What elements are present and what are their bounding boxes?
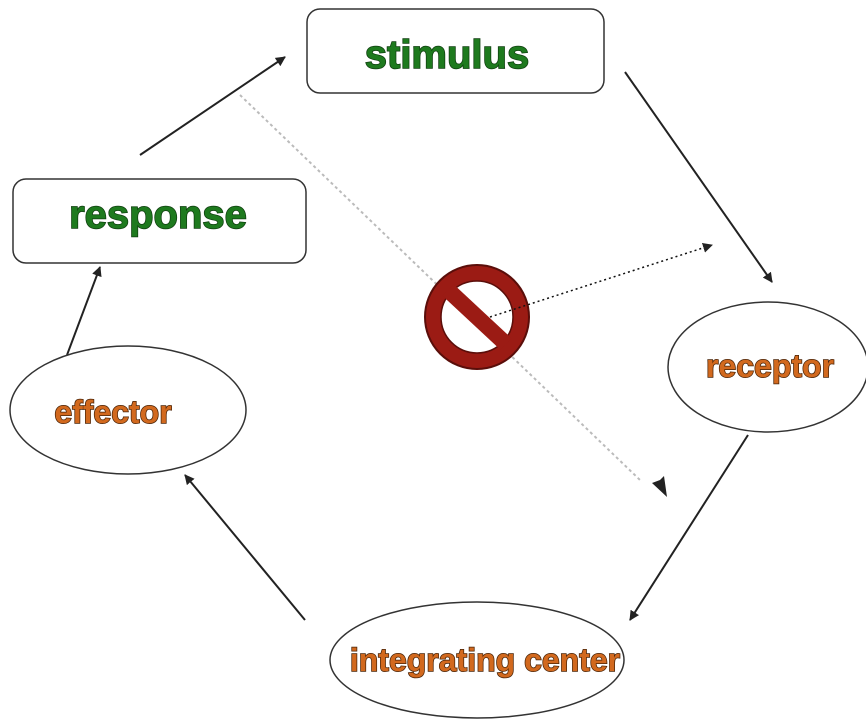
stimulus-label: stimulus <box>365 33 529 77</box>
blocked-pathway-arrowhead <box>652 476 667 497</box>
blocked-dotted-arrow <box>489 243 713 318</box>
effector-node: effector <box>9 345 247 475</box>
receptor-label: receptor <box>706 348 834 384</box>
response-label: response <box>69 193 247 237</box>
arrow-response-to-stimulus <box>139 56 286 156</box>
arrow-integrating-center-to-effector <box>184 474 306 621</box>
arrow-effector-to-response <box>66 266 102 356</box>
arrow-receptor-to-integrating-center <box>629 434 749 621</box>
integrating-center-label: integrating center <box>350 642 620 678</box>
prohibition-icon <box>424 264 530 370</box>
effector-label: effector <box>54 394 171 430</box>
response-node: response <box>12 178 307 264</box>
receptor-node: receptor <box>667 301 866 433</box>
integrating-center-node: integrating center <box>329 601 625 719</box>
stimulus-node: stimulus <box>306 8 605 94</box>
arrow-stimulus-to-receptor <box>624 71 773 283</box>
